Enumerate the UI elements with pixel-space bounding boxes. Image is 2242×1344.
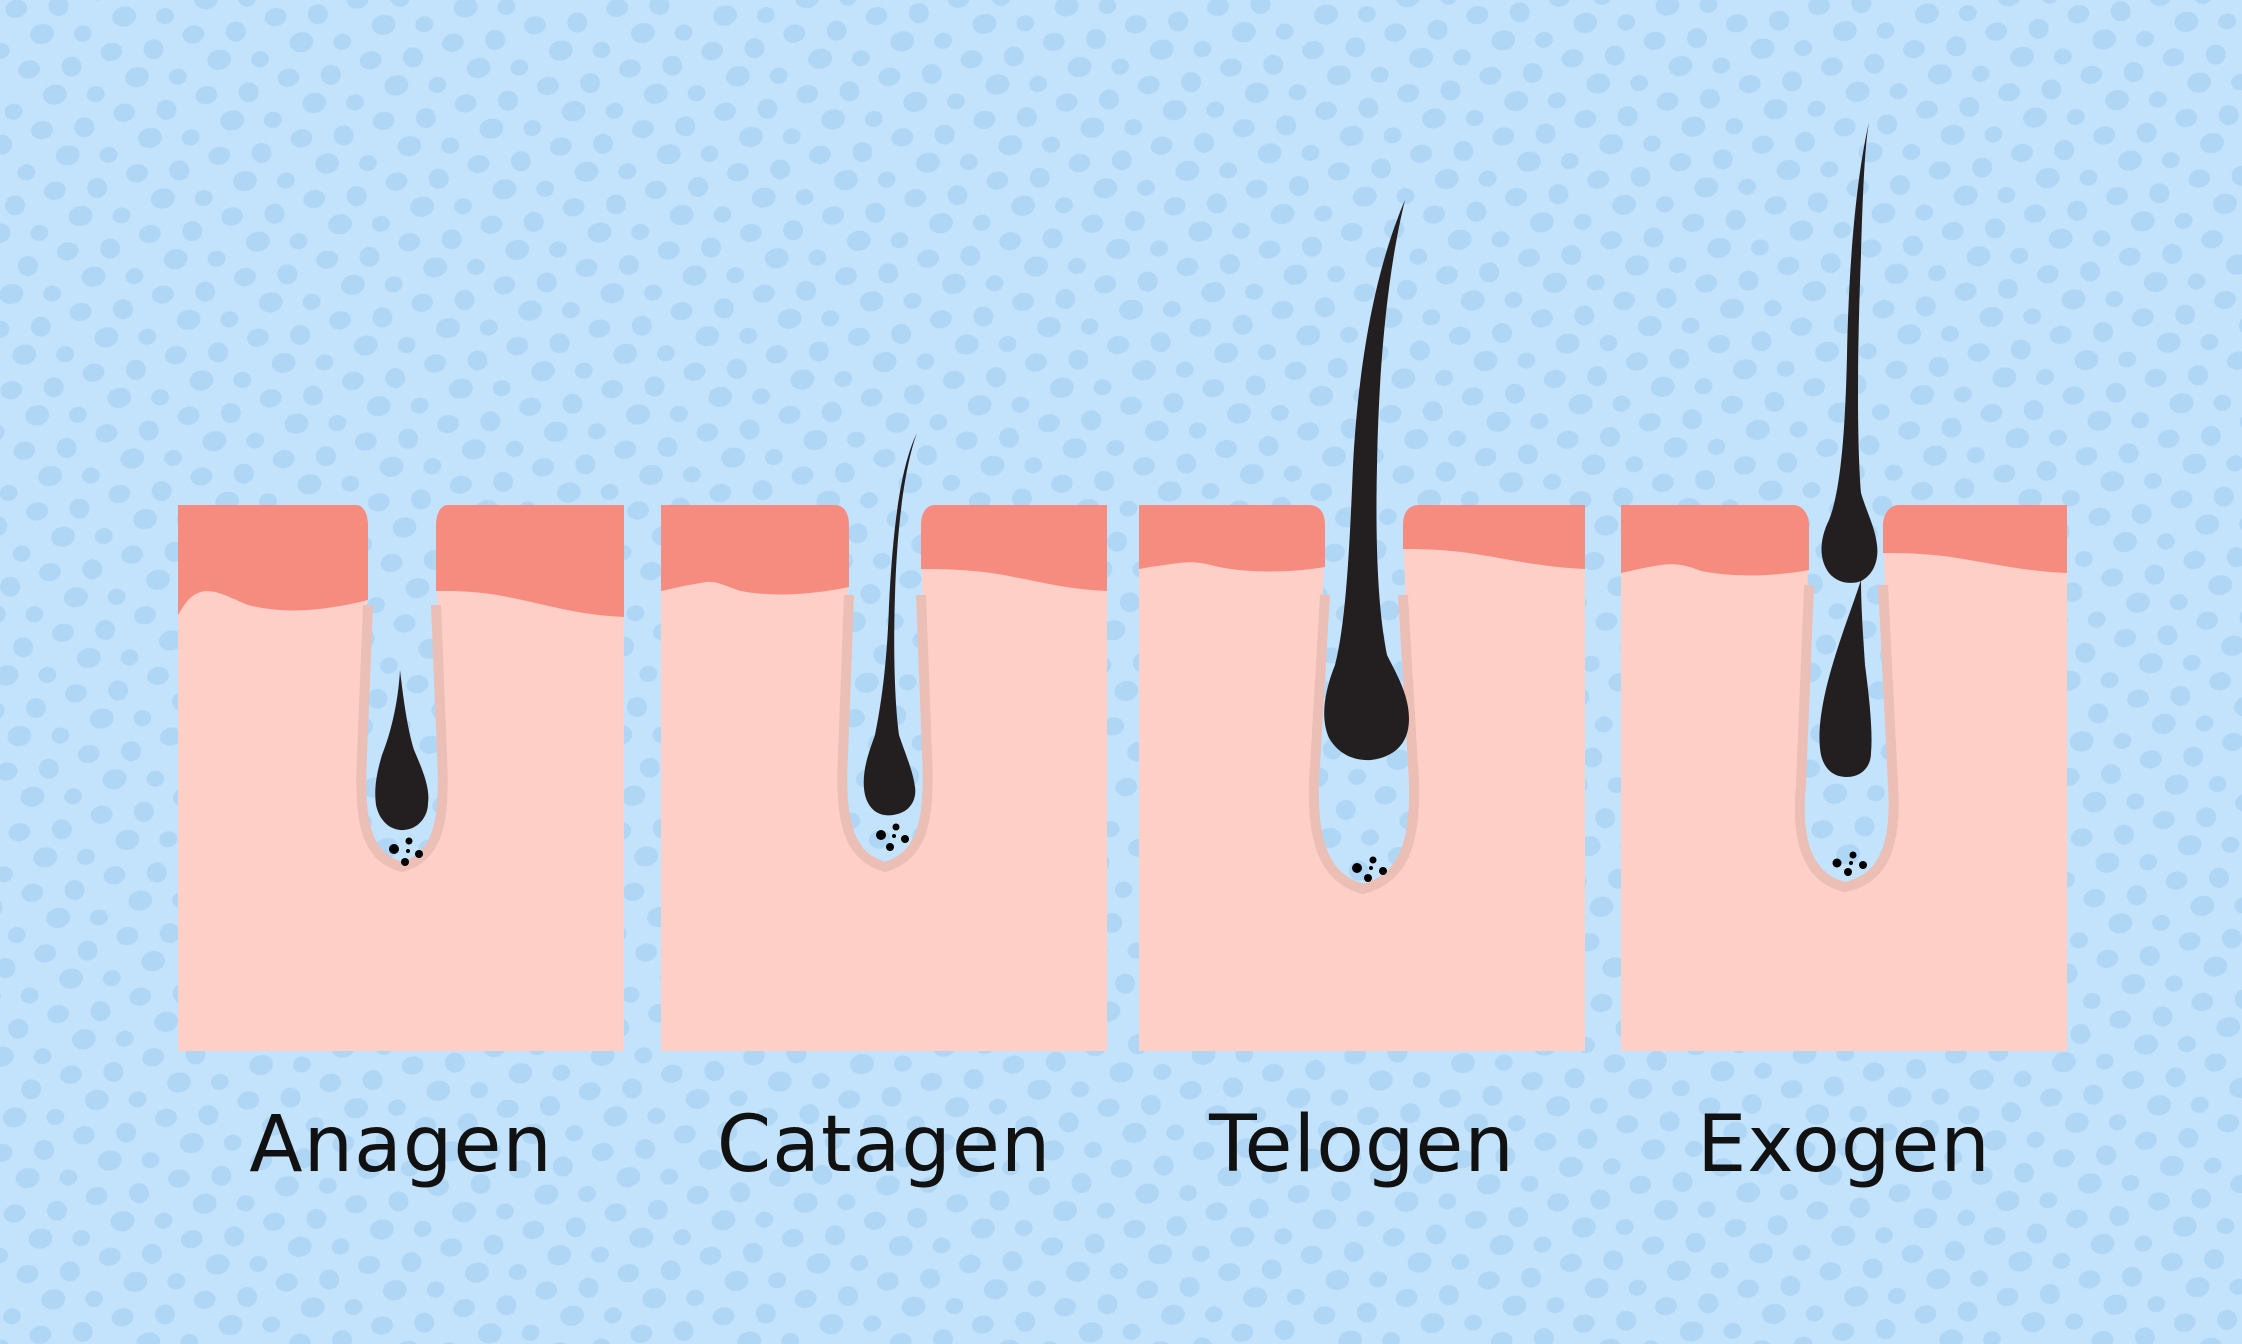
epidermis-left xyxy=(1621,505,1809,576)
dermis xyxy=(1621,505,2067,1051)
panel-exogen xyxy=(1621,122,2067,1051)
follicle-sheath xyxy=(356,604,448,873)
panel-catagen xyxy=(661,433,1107,1051)
stage-label-exogen: Exogen xyxy=(1697,1100,1991,1190)
stage-label-catagen: Catagen xyxy=(716,1100,1052,1190)
epidermis-left xyxy=(1139,505,1325,572)
panel-anagen xyxy=(178,505,624,1051)
follicle-sheath xyxy=(1308,594,1420,895)
epidermis-left xyxy=(178,505,368,615)
follicle-sheath xyxy=(837,594,933,873)
dermis-left xyxy=(178,505,624,1051)
hair-bulb xyxy=(375,670,429,831)
epidermis-right xyxy=(921,505,1107,591)
shed-hair xyxy=(1821,122,1878,583)
dermal-papilla-dots xyxy=(876,823,909,851)
follicle-sheath xyxy=(1794,584,1899,893)
epidermis-right xyxy=(1403,505,1585,569)
panel-telogen xyxy=(1139,200,1585,1051)
epidermis-right xyxy=(1883,505,2067,573)
dermis xyxy=(661,505,1107,1051)
dermis xyxy=(1139,505,1585,1051)
dermal-papilla-dots xyxy=(389,837,423,866)
new-hair xyxy=(1819,580,1872,777)
stage-label-anagen: Anagen xyxy=(249,1100,553,1190)
epidermis-left xyxy=(661,505,849,595)
dermal-papilla-dots xyxy=(1352,856,1387,882)
hair-shaft xyxy=(863,433,917,816)
hair-shaft xyxy=(1324,200,1409,761)
dermal-papilla-dots xyxy=(1832,851,1867,876)
stage-label-telogen: Telogen xyxy=(1209,1100,1515,1190)
epidermis-right xyxy=(436,505,624,617)
